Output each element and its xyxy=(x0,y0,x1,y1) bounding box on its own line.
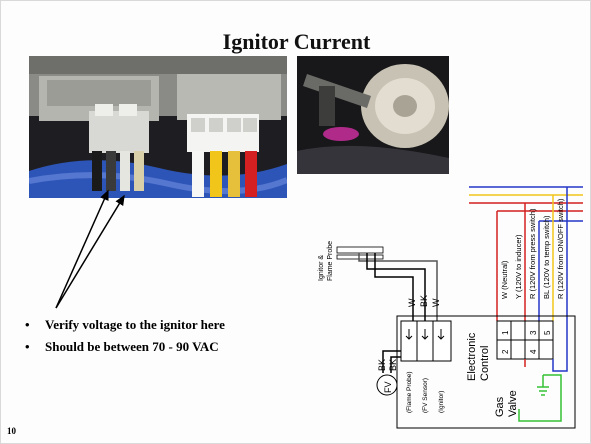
fv-label: FV xyxy=(383,381,393,393)
fv-wire-bk-a: BK xyxy=(377,359,387,371)
terminal-3: 3 xyxy=(529,330,538,335)
wiring-diagram: W (Neutral) Y (120V to inducer) R (120V … xyxy=(318,186,583,429)
bullet-item: • Should be between 70 - 90 VAC xyxy=(23,336,313,358)
label-onoff-switch: R (120V from ON/OFF switch) xyxy=(556,198,565,299)
terminal-4: 4 xyxy=(529,349,538,354)
control-label-control: Control xyxy=(479,346,491,381)
pin-ignitor: (Ignitor) xyxy=(438,391,445,413)
bullet-text: Verify voltage to the ignitor here xyxy=(45,317,225,332)
wire-label-w2: W xyxy=(431,298,441,307)
connector-photo xyxy=(29,56,287,198)
probe-label-line2: Flame Probe xyxy=(327,241,334,281)
terminal-5: 5 xyxy=(543,330,552,335)
slide-number: 10 xyxy=(7,426,16,436)
bullet-item: • Verify voltage to the ignitor here xyxy=(23,314,313,336)
control-label-electronic: Electronic xyxy=(466,332,478,381)
bullet-marker: • xyxy=(25,339,30,354)
wire-label-w1: W xyxy=(407,298,417,307)
label-inducer: Y (120V to inducer) xyxy=(514,234,523,299)
bullet-text: Should be between 70 - 90 VAC xyxy=(45,339,219,354)
gas-label: Gas xyxy=(494,396,506,417)
terminal-2: 2 xyxy=(501,349,510,354)
fv-wire-bk-b: BK xyxy=(388,359,398,371)
bullet-list: • Verify voltage to the ignitor here • S… xyxy=(23,314,313,358)
label-neutral: W (Neutral) xyxy=(500,260,509,299)
pin-fv-sensor: (FV Sensor) xyxy=(422,378,429,413)
label-press-switch: R (120V from press switch) xyxy=(528,208,537,299)
label-temp-switch: BL (120V to temp switch) xyxy=(542,215,551,299)
pin-flame-probe: (Flame Probe) xyxy=(406,371,413,413)
wire-label-bk: BK xyxy=(419,295,429,307)
ignitor-photo xyxy=(297,56,449,174)
probe-label-line1: Ignitor & xyxy=(318,255,325,281)
valve-label: Valve xyxy=(507,390,519,417)
terminal-1: 1 xyxy=(501,330,510,335)
slide-title: Ignitor Current xyxy=(222,29,371,54)
bullet-marker: • xyxy=(25,317,30,332)
